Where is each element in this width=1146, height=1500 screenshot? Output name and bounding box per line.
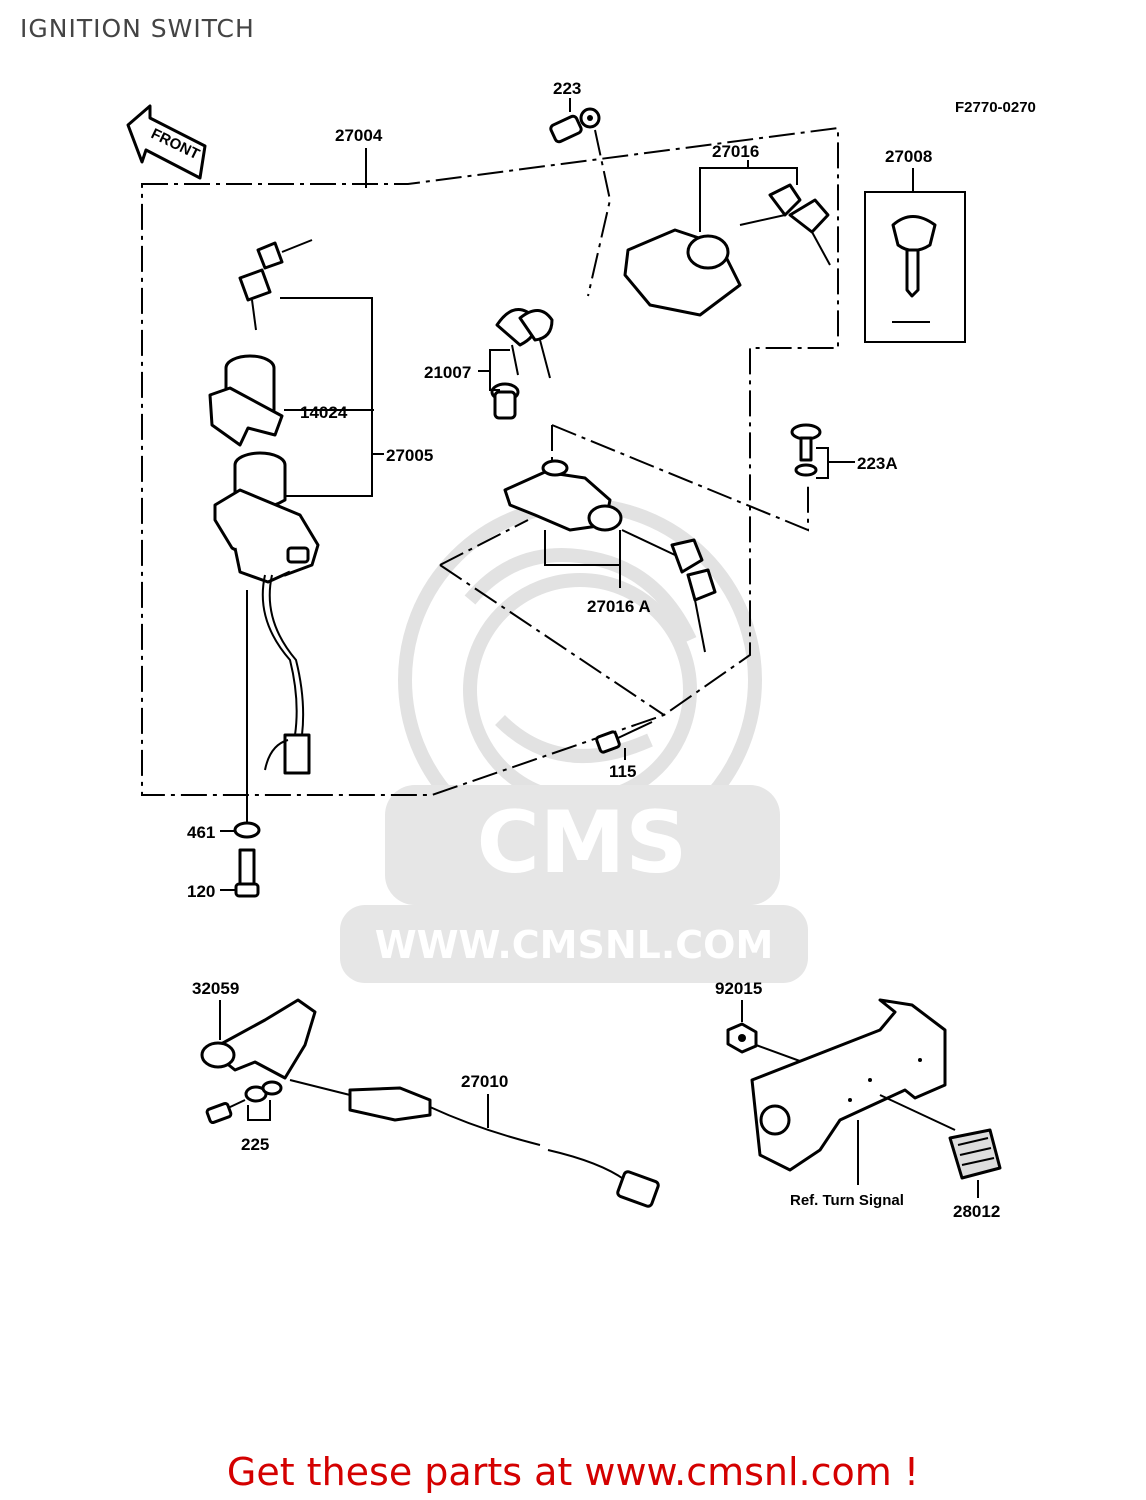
label-92015: 92015 (715, 979, 762, 998)
wiring-harness (261, 574, 311, 775)
label-ref-turn-signal: Ref. Turn Signal (790, 1192, 904, 1209)
screw-223 (549, 107, 601, 144)
key-card-27008 (864, 191, 966, 343)
bolt-115 (595, 721, 653, 754)
key-icon (891, 215, 937, 323)
label-27016: 27016 (712, 142, 759, 161)
label-28012: 28012 (953, 1202, 1000, 1221)
turn-signal-bracket (750, 998, 947, 1172)
front-arrow-icon: FRONT (126, 104, 207, 180)
footer-promo-link[interactable]: Get these parts at www.cmsnl.com ! (226, 1450, 920, 1494)
label-223A: 223A (857, 454, 898, 473)
screw-225 (205, 1080, 283, 1124)
label-225: 225 (241, 1135, 269, 1154)
watermark-brand: CMS (477, 793, 688, 893)
reflector-28012 (948, 1128, 1002, 1180)
label-14024: 14024 (300, 403, 348, 422)
label-27016A: 27016 A (587, 597, 651, 616)
ignition-switch-body (213, 451, 320, 584)
drawing-code: F2770-0270 (955, 99, 1036, 116)
washer-461 (233, 821, 261, 839)
label-461: 461 (187, 823, 215, 842)
keys-21007 (490, 308, 554, 420)
label-21007: 21007 (424, 363, 471, 382)
label-27004: 27004 (335, 126, 383, 145)
lock-27016A (503, 459, 717, 653)
page-title: IGNITION SWITCH (20, 14, 255, 43)
bracket-32059 (200, 998, 317, 1080)
label-27010: 27010 (461, 1072, 508, 1091)
bolt-120 (234, 848, 260, 898)
label-115: 115 (609, 762, 636, 781)
assembly-outline-27004 (141, 126, 839, 796)
sensor-cable-27010 (289, 1079, 660, 1208)
label-223: 223 (553, 79, 581, 98)
nut-92015 (726, 1022, 758, 1054)
lock-cylinder-14024 (208, 354, 284, 447)
ignition-keys (238, 239, 313, 331)
lock-27016 (623, 183, 831, 317)
watermark-url: WWW.CMSNL.COM (375, 923, 774, 967)
label-27005: 27005 (386, 446, 433, 465)
screw-223A (790, 423, 822, 477)
watermark: CMS WWW.CMSNL.COM (340, 498, 808, 983)
label-32059: 32059 (192, 979, 239, 998)
label-27008: 27008 (885, 147, 932, 166)
label-120: 120 (187, 882, 215, 901)
